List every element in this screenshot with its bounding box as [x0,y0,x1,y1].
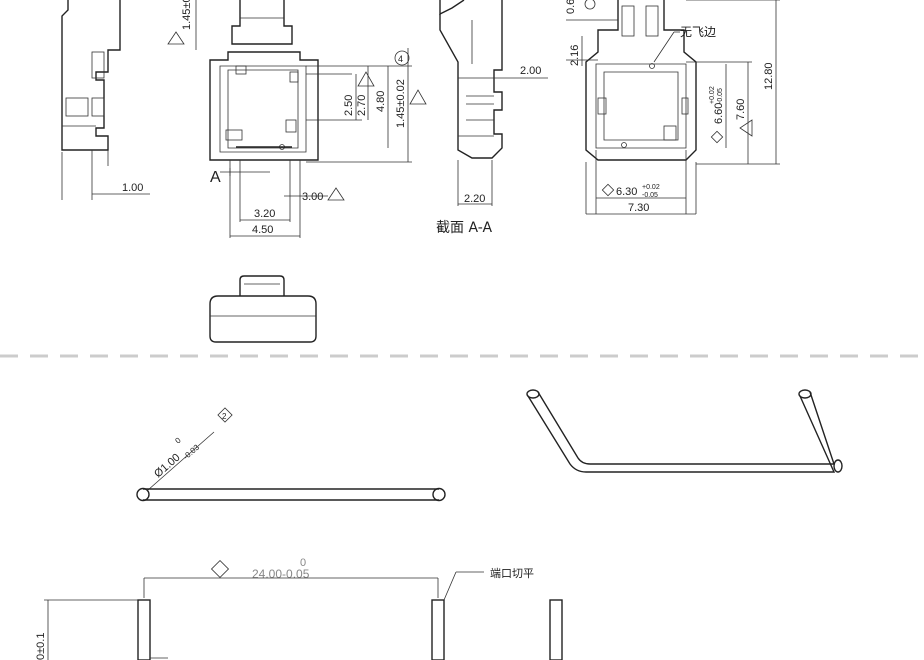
circled-note-icon [584,0,596,10]
dim-1-45-tol: 1.45±0.02 [395,79,407,128]
dim-24-upper: 0 [300,557,306,569]
tol-6-60-lower: -0.05 [717,88,724,104]
note-no-flash: 无飞边 [680,25,716,39]
side-profile-view: 2.00 2.20 截面 A-A [436,0,548,236]
left-side-view: 1.00 [61,0,150,200]
pin-note-char: 2 [222,412,227,421]
dim-6-60: 6.60 [713,103,725,124]
dim-2-70: 2.70 [356,95,368,116]
dim-3-00: 3.00 [302,191,323,203]
front-view: 1.45±0 2.50 2.70 4.80 1.45±0.02 4 A 3.00… [167,0,427,238]
dim-3-20: 3.20 [254,208,275,220]
triangle-note-icon [357,71,375,87]
tol-6-60-upper: +0.02 [709,86,716,104]
dim-1-45-cut: 1.45±0 [181,0,193,30]
dim-12-80: 12.80 [763,62,775,90]
triangle-note-icon [327,187,345,201]
dim-4-50: 4.50 [252,224,273,236]
stabilizer-wire-3d [526,389,843,473]
triangle-note-icon [409,89,427,105]
dim-4-80: 4.80 [375,91,387,112]
triangle-note-icon [739,119,753,137]
dim-2-50: 2.50 [343,95,355,116]
dim-2-16: 2.16 [569,45,581,66]
dim-7-30: 7.30 [628,202,649,214]
dim-2-00: 2.00 [520,65,541,77]
diamond-note-icon [710,130,724,144]
section-a-a-view: 0.6 2.16 无飞边 12.80 7.60 6.60 +0.02 -0.05… [565,0,780,215]
dim-7-60: 7.60 [735,99,747,120]
tol-6-30-lower: -0.05 [642,192,658,199]
circled-note-char: 4 [398,54,403,64]
triangle-note-icon [167,31,185,45]
tol-6-30-upper: +0.02 [642,184,660,191]
circled-note-icon [394,50,410,66]
wire-dimension-view: 0 24.00-0.05 端口切平 0±0.1 [35,557,563,660]
diamond-note-icon [601,183,615,197]
pin-dia-upper: 0 [173,435,183,445]
dim-1-00: 1.00 [122,182,143,194]
section-letter-a: A [210,169,221,186]
dim-side: 0±0.1 [35,633,47,660]
dim-2-20: 2.20 [464,193,485,205]
pin-drawing: 2 Ø1.00 0 -0.03 [136,407,446,502]
dim-24: 24.00-0.05 [252,567,310,581]
diamond-note-icon [210,559,230,579]
dim-6-30: 6.30 [616,186,637,198]
diamond-note-icon [217,407,233,423]
stem-top-view [209,275,317,343]
dim-0-6: 0.6 [565,0,577,14]
note-end-cut-flat: 端口切平 [490,567,534,580]
pin-dia-label: Ø1.00 [152,452,182,481]
section-title: 截面 A-A [436,220,492,236]
